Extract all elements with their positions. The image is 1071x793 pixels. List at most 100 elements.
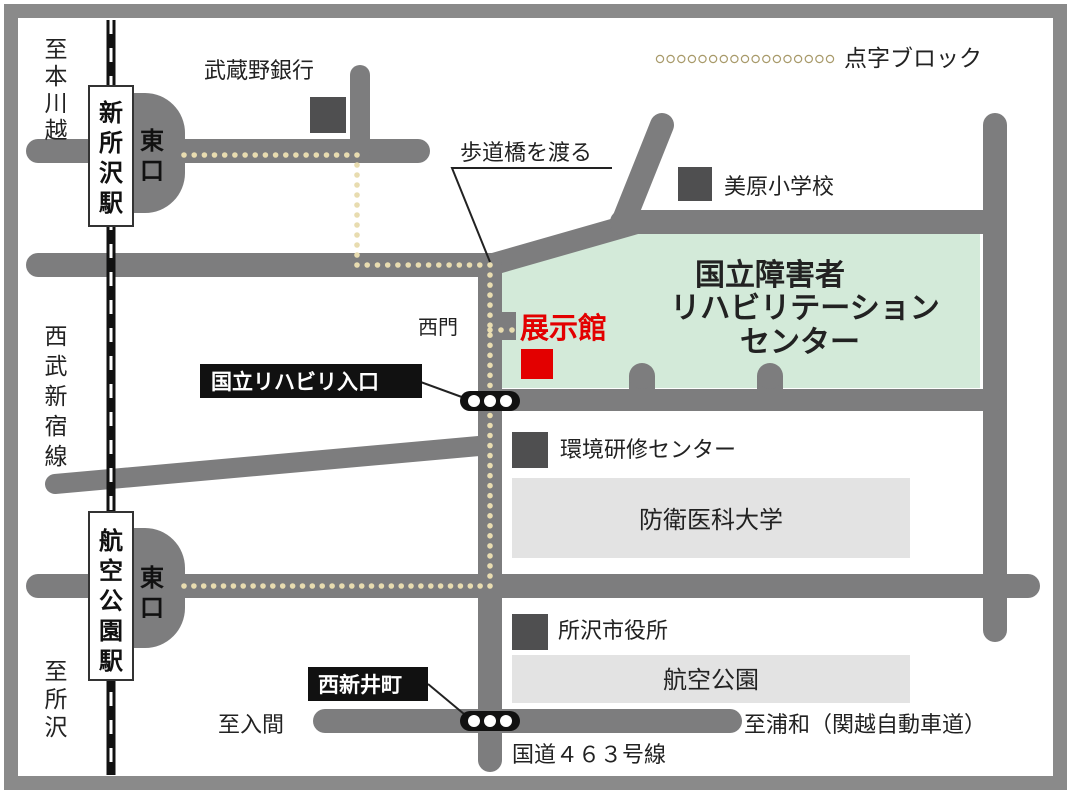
vertical-glyph: 西 bbox=[45, 324, 68, 350]
vertical-glyph: 至 bbox=[45, 659, 68, 685]
braille-dot bbox=[457, 583, 464, 589]
vertical-glyph: 新 bbox=[45, 384, 68, 410]
braille-dot bbox=[272, 152, 279, 158]
braille-dot bbox=[344, 152, 350, 158]
shin-tokorozawa-east-exit-label: 東口 bbox=[140, 127, 164, 185]
braille-dot bbox=[289, 583, 296, 589]
vertical-glyph: 所 bbox=[99, 129, 123, 157]
braille-dot bbox=[698, 54, 707, 64]
braille-dot bbox=[498, 327, 504, 333]
braille-dot bbox=[428, 583, 434, 589]
braille-dot bbox=[283, 152, 289, 158]
braille-dot bbox=[437, 583, 444, 589]
braille-dot bbox=[354, 172, 360, 178]
vertical-glyph: 所 bbox=[45, 687, 68, 713]
center-name-line1: 国立障害者 bbox=[695, 258, 845, 293]
vertical-glyph: 駅 bbox=[99, 647, 123, 675]
aviation-park-label: 航空公園 bbox=[663, 666, 759, 694]
braille-dot bbox=[487, 332, 493, 339]
braille-dot bbox=[487, 372, 493, 379]
braille-dot bbox=[487, 382, 493, 389]
braille-block-legend-icon bbox=[655, 54, 835, 64]
vertical-glyph: 新 bbox=[99, 99, 123, 127]
braille-dot bbox=[354, 202, 360, 208]
braille-dot bbox=[487, 573, 493, 579]
braille-dot bbox=[252, 152, 258, 158]
training-center-building bbox=[512, 432, 548, 468]
center-name-line3: センター bbox=[740, 325, 860, 360]
braille-dot bbox=[293, 152, 299, 158]
bank-building bbox=[310, 97, 346, 133]
city-hall-label: 所沢市役所 bbox=[558, 619, 668, 644]
koku-koen-station-box bbox=[88, 511, 134, 681]
exhibit-hall-marker bbox=[521, 349, 553, 379]
braille-dot bbox=[772, 54, 782, 64]
vertical-glyph: 本 bbox=[45, 64, 68, 90]
braille-dot bbox=[354, 252, 360, 258]
braille-dot bbox=[279, 583, 286, 589]
braille-dot bbox=[211, 152, 218, 158]
vertical-glyph: 口 bbox=[140, 594, 164, 622]
vertical-glyph: 口 bbox=[140, 157, 164, 185]
vertical-glyph: 線 bbox=[45, 444, 68, 470]
braille-block-route bbox=[181, 152, 515, 589]
braille-dot bbox=[687, 54, 697, 64]
traffic-signal-icon bbox=[460, 711, 520, 731]
bank-label: 武蔵野銀行 bbox=[204, 59, 314, 84]
braille-dot bbox=[487, 352, 493, 359]
footbridge-label: 歩道橋を渡る bbox=[460, 141, 592, 166]
braille-dot bbox=[815, 54, 824, 64]
footbridge-leader-line bbox=[450, 167, 612, 263]
vertical-glyph: 越 bbox=[45, 118, 68, 144]
braille-dot bbox=[740, 54, 750, 64]
braille-dot bbox=[200, 583, 207, 589]
defense-university-label: 防衛医科大学 bbox=[639, 506, 783, 534]
braille-dot bbox=[487, 553, 493, 559]
braille-dot bbox=[368, 583, 375, 589]
braille-dot bbox=[210, 583, 217, 589]
braille-dot bbox=[354, 212, 360, 218]
braille-dot bbox=[242, 152, 248, 158]
west-gate-label: 西門 bbox=[418, 315, 458, 339]
braille-dot bbox=[220, 583, 227, 589]
braille-dot bbox=[309, 583, 316, 589]
braille-dot bbox=[395, 262, 401, 268]
braille-dot bbox=[487, 482, 493, 489]
vertical-glyph: 沢 bbox=[99, 159, 124, 187]
braille-dot bbox=[719, 54, 729, 64]
braille-dot bbox=[436, 262, 442, 268]
braille-dot bbox=[319, 583, 326, 589]
braille-dot bbox=[730, 54, 739, 64]
braille-dot bbox=[415, 262, 422, 268]
national-center-area bbox=[500, 232, 980, 388]
braille-dot bbox=[299, 583, 306, 589]
koku-koen-east-exit-label: 東口 bbox=[140, 564, 164, 622]
braille-dot bbox=[339, 583, 345, 589]
braille-dot bbox=[260, 583, 266, 589]
vertical-glyph: 東 bbox=[140, 127, 164, 155]
braille-block-legend-label: 点字ブロック bbox=[844, 46, 982, 72]
braille-dot bbox=[221, 152, 228, 158]
nishiarai-signal-plate bbox=[308, 667, 428, 701]
braille-dot bbox=[323, 152, 330, 158]
braille-dot bbox=[477, 262, 483, 268]
defense-university-campus bbox=[512, 478, 910, 558]
railway-south-destination: 至所沢 bbox=[45, 659, 68, 741]
braille-dot bbox=[487, 523, 493, 529]
braille-dot bbox=[201, 152, 208, 158]
braille-dot bbox=[804, 54, 814, 64]
nishiarai-signal-label: 西新井町 bbox=[318, 673, 402, 697]
braille-dot bbox=[191, 152, 197, 158]
rehab-entrance-signal-label: 国立リハビリ入口 bbox=[211, 370, 379, 394]
braille-dot bbox=[487, 513, 493, 519]
braille-dot bbox=[181, 152, 187, 158]
braille-dot bbox=[240, 583, 246, 589]
vertical-glyph: 公 bbox=[99, 587, 123, 615]
braille-dot bbox=[487, 583, 493, 589]
braille-dot bbox=[358, 583, 365, 589]
to-iruma-label: 至入間 bbox=[218, 713, 284, 738]
